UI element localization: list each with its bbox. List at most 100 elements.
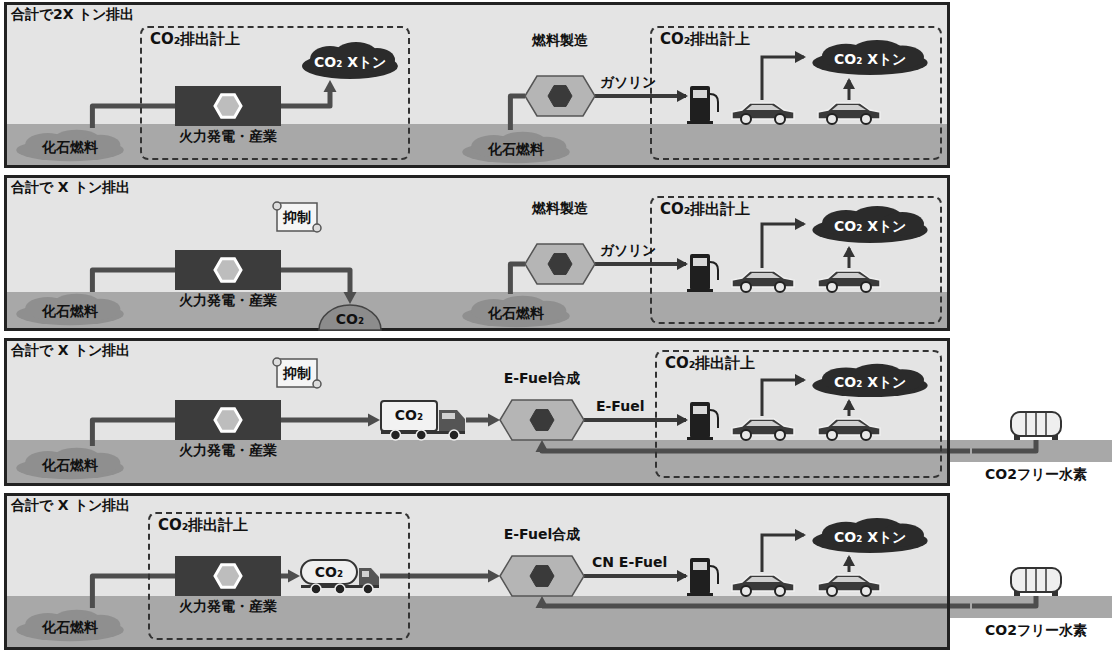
- car: [732, 271, 794, 292]
- flow-line: [92, 270, 175, 292]
- hydrogen-tank-shape: [1035, 413, 1037, 435]
- sky-ground: [4, 2, 1112, 650]
- fuel-pump: [687, 558, 718, 596]
- co2-truck-shape: [381, 401, 437, 431]
- hydrogen-tank: CO2フリー水素: [970, 566, 1102, 640]
- fuel-plant-text: 燃料製造: [532, 200, 588, 217]
- power-plant-text: 火力発電・産業: [179, 442, 277, 459]
- arrow-head: [536, 596, 549, 608]
- co2-truck-shape: [439, 410, 465, 433]
- fuel-plant-shape: [525, 244, 595, 284]
- flow-line: [380, 573, 490, 578]
- power-plant: 火力発電・産業: [175, 556, 281, 622]
- fuel-plant-shape: [500, 400, 584, 440]
- co2-storage-shape: [319, 305, 381, 330]
- fuel-supply-arrow: [584, 96, 686, 576]
- regulation-scroll-shape: [313, 380, 321, 388]
- fossil-fuel-cloud: 化石燃料: [14, 128, 126, 162]
- fuel-plant-text: E-Fuel合成: [504, 370, 581, 387]
- hydrogen-tank-shape: [1025, 413, 1027, 435]
- fuel-supply-arrow: [584, 574, 686, 578]
- co2-cloud: CO₂ Xトン: [810, 38, 930, 76]
- power-plant-text: 火力発電・産業: [179, 128, 277, 145]
- car: [818, 419, 880, 440]
- flow-connector: [281, 80, 337, 106]
- co2-cloud: CO₂ Xトン: [300, 40, 400, 80]
- flow-line: [542, 603, 970, 608]
- co2-tanker-text: CO₂: [300, 564, 358, 581]
- fossil-fuel-cloud-text: 化石燃料: [42, 453, 98, 474]
- car: [818, 103, 880, 124]
- fossil-fuel-cloud-text: 化石燃料: [42, 615, 98, 636]
- emission-count-box: CO₂排出計上CO₂ Xトン: [650, 26, 942, 160]
- flow-connector: [92, 270, 175, 292]
- arrow-head: [368, 413, 380, 426]
- flow-connector: [92, 576, 175, 608]
- co2-cloud: CO₂ Xトン: [810, 516, 930, 554]
- power-plant-text: 火力発電・産業: [179, 598, 277, 615]
- emission-count-box-text: CO₂排出計上: [150, 30, 240, 48]
- power-plant: 火力発電・産業: [175, 400, 281, 466]
- fuel-pump: [687, 86, 718, 124]
- flow-connector: [92, 420, 175, 446]
- fuel-plant: E-Fuel合成: [500, 370, 584, 440]
- regulation-scroll-shape: [273, 202, 281, 210]
- arrow-head: [324, 80, 337, 92]
- flow-connector: [536, 596, 971, 608]
- flow-line: [281, 417, 370, 422]
- sky-ground: [950, 596, 1112, 618]
- sky-ground: [4, 440, 950, 486]
- flow-line: [281, 90, 330, 106]
- hydrogen-tank-shape: [1045, 569, 1047, 591]
- hydrogen-tank-shape: [1045, 413, 1047, 435]
- flow-connector: [510, 96, 525, 130]
- flow-line: [281, 270, 350, 294]
- regulation-scroll: 抑制: [272, 354, 322, 392]
- co2-tanker-shape: [311, 584, 321, 594]
- power-plant-shape: [175, 400, 281, 440]
- fuel-plant-text: E-Fuel合成: [504, 526, 581, 543]
- co2-truck: CO₂: [380, 400, 466, 440]
- co2-tanker-shape: [301, 560, 357, 584]
- exhaust-arrow: [762, 57, 804, 100]
- arrow-head: [288, 569, 300, 582]
- power-plant: 火力発電・産業: [175, 86, 281, 152]
- scenario-panel-text: 合計で X トン排出: [11, 342, 130, 359]
- co2-truck-shape: [442, 413, 455, 419]
- regulation-scroll-text: 抑制: [283, 365, 311, 382]
- fuel-plant-text: 燃料製造: [532, 32, 588, 49]
- fuel-plant: 燃料製造: [525, 32, 595, 116]
- fuel-plant: 燃料製造: [525, 200, 595, 284]
- hydrogen-tank: CO2フリー水素: [970, 410, 1102, 484]
- co2-tanker-shape: [363, 584, 373, 594]
- fuel-plant-shape: [548, 86, 572, 107]
- fossil-fuel-cloud-text: 化石燃料: [488, 301, 544, 322]
- car: [732, 103, 794, 124]
- sky-ground: [4, 175, 950, 331]
- scenario-panel: 合計で X トン排出抑制火力発電・産業 CO₂ E-Fuel合成 CO₂排出計上CO₂…: [4, 338, 950, 486]
- power-plant-shape: [215, 259, 241, 282]
- scenario-panel-text: 合計で X トン排出: [11, 497, 130, 514]
- flow-line: [510, 96, 525, 130]
- hydrogen-tank-text: CO2フリー水素: [985, 466, 1087, 483]
- emission-count-box: CO₂排出計上CO₂ Xトン: [655, 350, 942, 478]
- flow-line: [466, 417, 490, 422]
- fuel-plant-shape: [530, 410, 554, 431]
- fossil-fuel-cloud: 化石燃料: [460, 294, 572, 328]
- hydrogen-tank-shape: [1011, 412, 1061, 436]
- car: [818, 271, 880, 292]
- fuel-plant: E-Fuel合成: [500, 526, 584, 596]
- emission-count-box: CO₂排出計上CO₂ Xトン: [650, 196, 942, 324]
- flow-line: [92, 576, 175, 608]
- co2-tanker-shape: [335, 584, 345, 594]
- co2-tanker: CO₂: [300, 558, 380, 594]
- power-plant-text: 火力発電・産業: [179, 292, 277, 309]
- flow-label: ガソリン: [600, 74, 656, 91]
- fuel-plant-shape: [548, 254, 572, 275]
- co2-cloud-text: CO₂ Xトン: [834, 47, 906, 68]
- flow-connector: [380, 569, 500, 582]
- flow-connector: [281, 569, 300, 582]
- arrow-head: [344, 292, 357, 304]
- co2-cloud: CO₂ Xトン: [810, 362, 930, 398]
- co2-cloud-text: CO₂ Xトン: [314, 50, 386, 71]
